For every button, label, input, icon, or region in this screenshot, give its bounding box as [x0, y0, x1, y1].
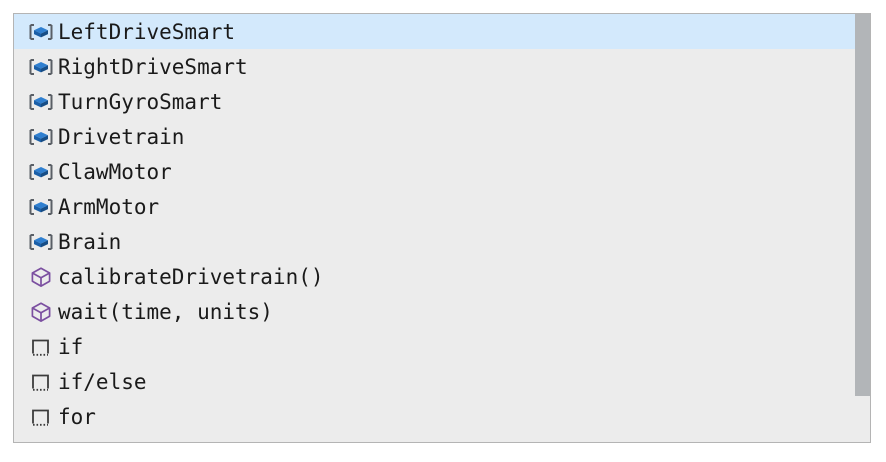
code-block-icon [32, 374, 49, 391]
function-cube-icon [31, 266, 51, 287]
function-cube-icon [31, 301, 51, 322]
suggestion-item-if[interactable]: if [14, 329, 870, 364]
function-cube-icon [28, 266, 54, 288]
suggestion-item-label: calibrateDrivetrain() [58, 264, 324, 289]
suggestion-item-calibratedrivetrain[interactable]: calibrateDrivetrain() [14, 259, 870, 294]
object-box-icon [28, 161, 54, 183]
code-block-icon [32, 339, 49, 356]
suggestion-item-drivetrain[interactable]: Drivetrain [14, 119, 870, 154]
code-block-icon [28, 371, 54, 393]
code-block-icon [28, 336, 54, 358]
suggestion-item-label: if/else [58, 369, 147, 394]
suggestion-item-wait-time-units[interactable]: wait(time, units) [14, 294, 870, 329]
suggestion-item-label: Drivetrain [58, 124, 185, 149]
object-box-icon [28, 91, 54, 113]
suggestion-item-rightdrivesmart[interactable]: RightDriveSmart [14, 49, 870, 84]
object-box-icon [28, 126, 54, 148]
object-box-icon [29, 93, 53, 110]
object-box-icon [29, 233, 53, 250]
suggestion-list: LeftDriveSmart RightDriveSmart TurnGyroS… [14, 14, 870, 442]
object-box-icon [28, 196, 54, 218]
object-box-icon [29, 58, 53, 75]
function-cube-icon [28, 301, 54, 323]
suggestion-item-clawmotor[interactable]: ClawMotor [14, 154, 870, 189]
object-box-icon [29, 198, 53, 215]
suggestion-item-label: RightDriveSmart [58, 54, 248, 79]
suggestion-item-if-else[interactable]: if/else [14, 364, 870, 399]
object-box-icon [28, 56, 54, 78]
suggestion-item-leftdrivesmart[interactable]: LeftDriveSmart [14, 14, 870, 49]
suggestion-item-label: for [58, 404, 96, 429]
suggestion-item-label: Brain [58, 229, 122, 254]
suggestion-item-brain[interactable]: Brain [14, 224, 870, 259]
suggestion-item-label: ArmMotor [58, 194, 160, 219]
suggestion-item-armmotor[interactable]: ArmMotor [14, 189, 870, 224]
object-box-icon [29, 23, 53, 40]
autocomplete-popup: LeftDriveSmart RightDriveSmart TurnGyroS… [13, 13, 871, 443]
vertical-scrollbar-track[interactable] [855, 14, 870, 442]
suggestion-item-label: LeftDriveSmart [58, 19, 236, 44]
code-block-icon [32, 409, 49, 426]
object-box-icon [28, 21, 54, 43]
suggestion-item-turngyrosmart[interactable]: TurnGyroSmart [14, 84, 870, 119]
suggestion-item-label: ClawMotor [58, 159, 172, 184]
object-box-icon [28, 231, 54, 253]
suggestion-item-for[interactable]: for [14, 399, 870, 434]
suggestion-item-label: if [58, 334, 84, 359]
suggestion-item-label: wait(time, units) [58, 299, 273, 324]
scrollbar-thumb[interactable] [855, 14, 870, 396]
object-box-icon [29, 128, 53, 145]
object-box-icon [29, 163, 53, 180]
code-block-icon [28, 406, 54, 428]
suggestion-item-label: TurnGyroSmart [58, 89, 223, 114]
